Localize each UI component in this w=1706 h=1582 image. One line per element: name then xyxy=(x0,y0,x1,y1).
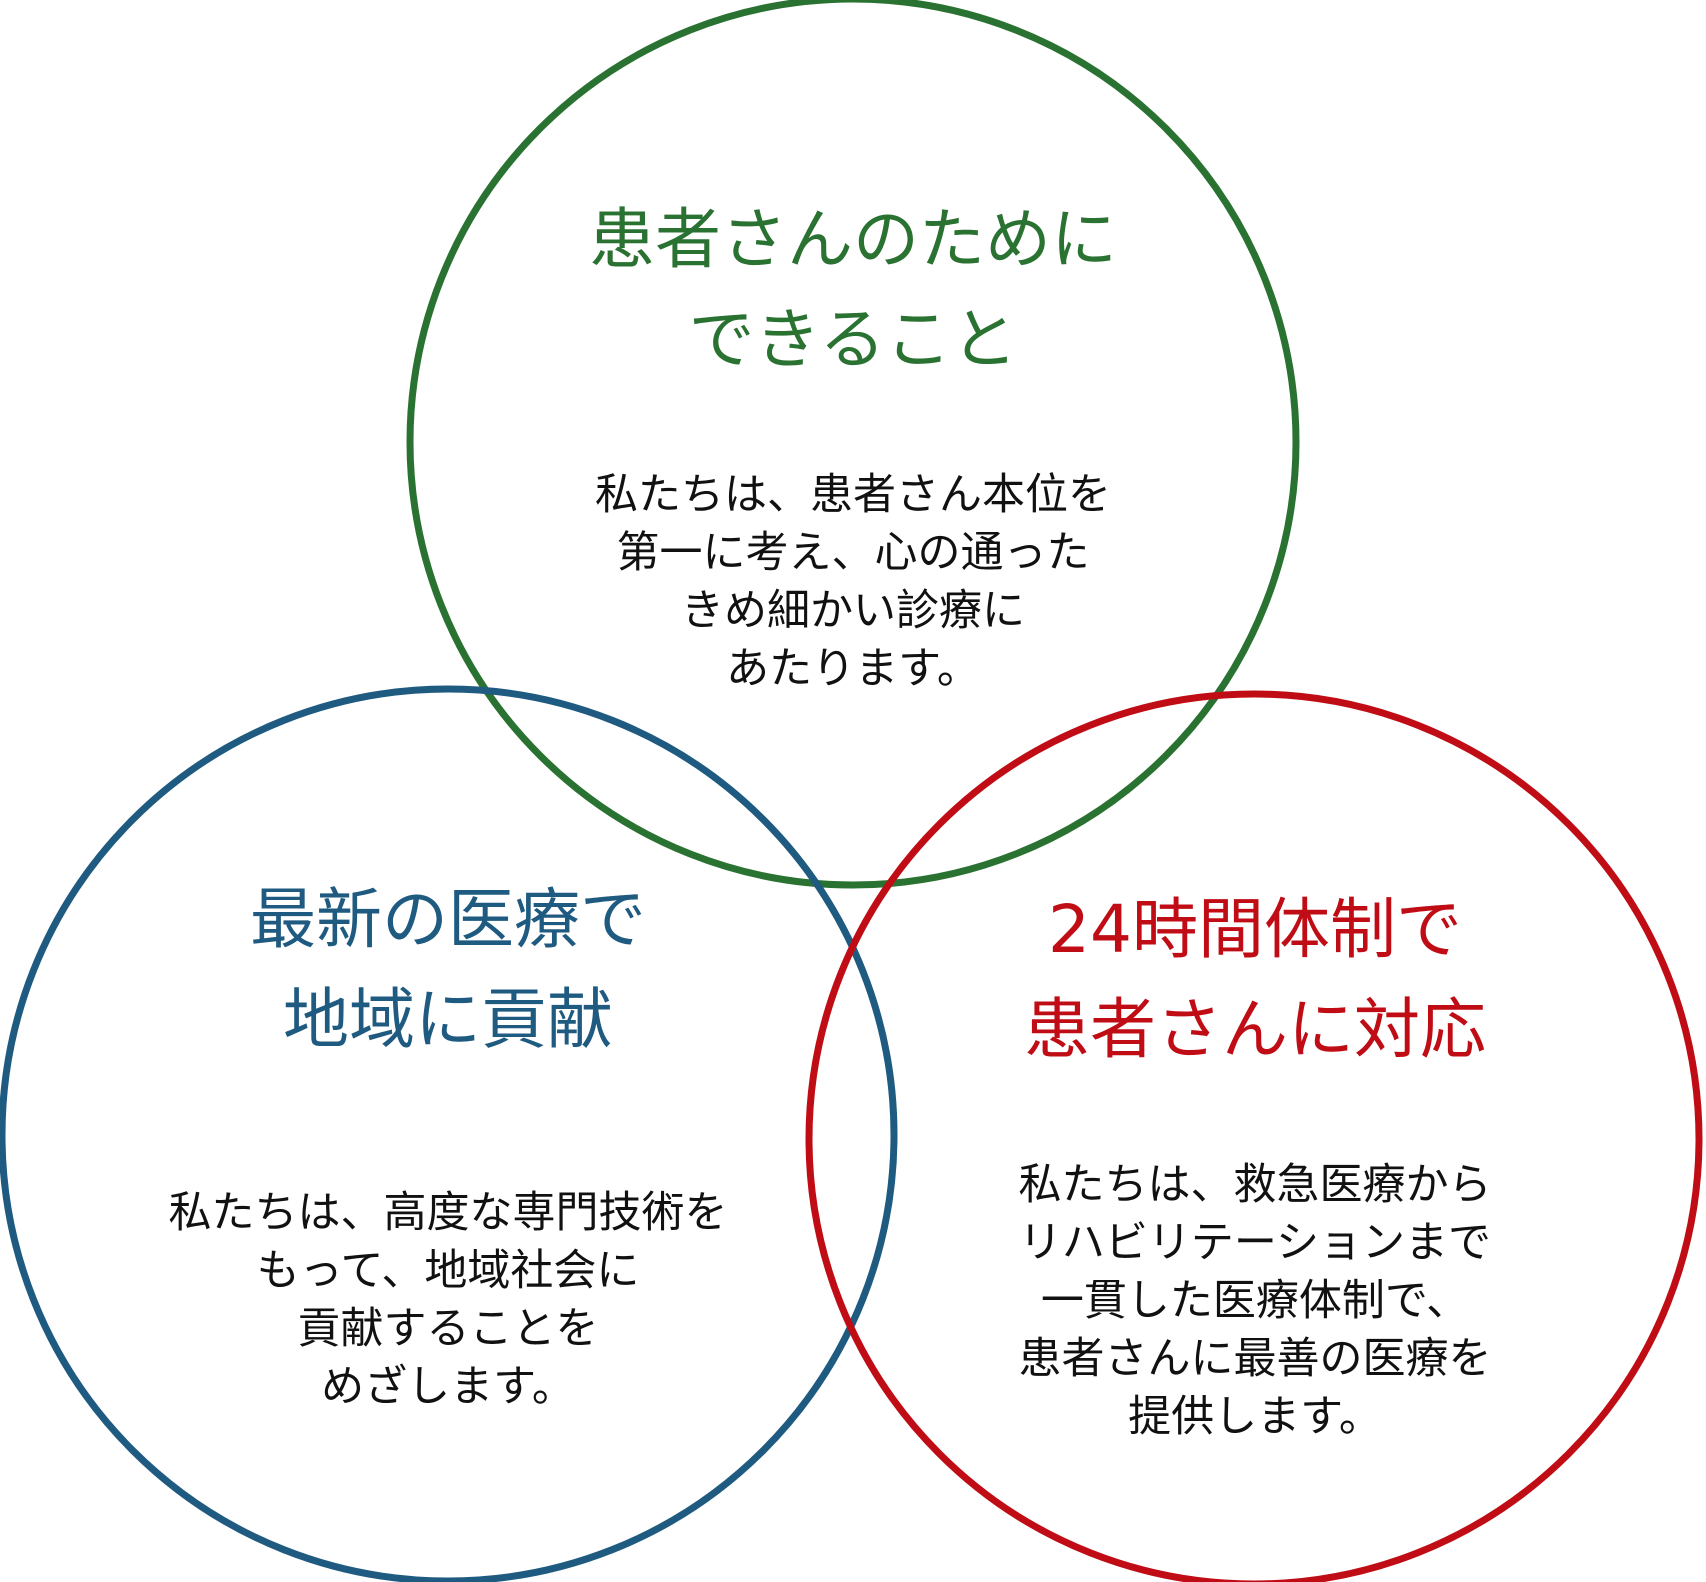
left-section: 最新の医療で 地域に貢献 私たちは、高度な専門技術を もって、地域社会に 貢献す… xyxy=(48,870,848,1416)
circle-right xyxy=(805,690,1703,1582)
left-body-line: もって、地域社会に xyxy=(256,1246,640,1296)
left-title: 最新の医療で 地域に貢献 xyxy=(48,870,848,1070)
right-body-line: 提供します。 xyxy=(1128,1392,1382,1442)
top-title: 患者さんのために できること xyxy=(453,190,1253,390)
top-section: 患者さんのために できること 私たちは、患者さん本位を 第一に考え、心の通った … xyxy=(453,190,1253,698)
right-title: 24時間体制で 患者さんに対応 xyxy=(855,880,1655,1080)
right-body-line: 患者さんに最善の医療を xyxy=(1018,1334,1492,1384)
right-title-line: 患者さんに対応 xyxy=(1024,991,1486,1068)
right-body-line: 私たちは、救急医療から xyxy=(1018,1160,1492,1210)
left-title-line: 最新の医療で xyxy=(250,881,646,958)
right-body: 私たちは、救急医療から リハビリテーションまで 一貫した医療体制で、 患者さんに… xyxy=(855,1156,1655,1446)
right-title-line: 24時間体制で xyxy=(1048,891,1462,968)
top-title-line: できること xyxy=(688,301,1018,378)
top-body: 私たちは、患者さん本位を 第一に考え、心の通った きめ細かい診療に あたります。 xyxy=(453,466,1253,698)
right-body-line: リハビリテーションまで xyxy=(1018,1218,1492,1268)
circle-top xyxy=(406,0,1300,889)
right-body-line: 一貫した医療体制で、 xyxy=(1040,1276,1470,1326)
top-body-line: 第一に考え、心の通った xyxy=(616,528,1090,578)
left-body: 私たちは、高度な専門技術を もって、地域社会に 貢献することを めざします。 xyxy=(48,1184,848,1416)
left-body-line: 貢献することを xyxy=(297,1304,599,1354)
left-body-line: 私たちは、高度な専門技術を xyxy=(168,1188,728,1238)
top-body-line: あたります。 xyxy=(726,644,980,694)
top-body-line: 私たちは、患者さん本位を xyxy=(595,470,1111,520)
top-title-line: 患者さんのために xyxy=(589,201,1117,278)
right-section: 24時間体制で 患者さんに対応 私たちは、救急医療から リハビリテーションまで … xyxy=(855,880,1655,1446)
left-title-line: 地域に貢献 xyxy=(283,981,613,1058)
top-body-line: きめ細かい診療に xyxy=(681,586,1025,636)
circle-left xyxy=(0,685,898,1582)
left-body-line: めざします。 xyxy=(321,1362,575,1412)
